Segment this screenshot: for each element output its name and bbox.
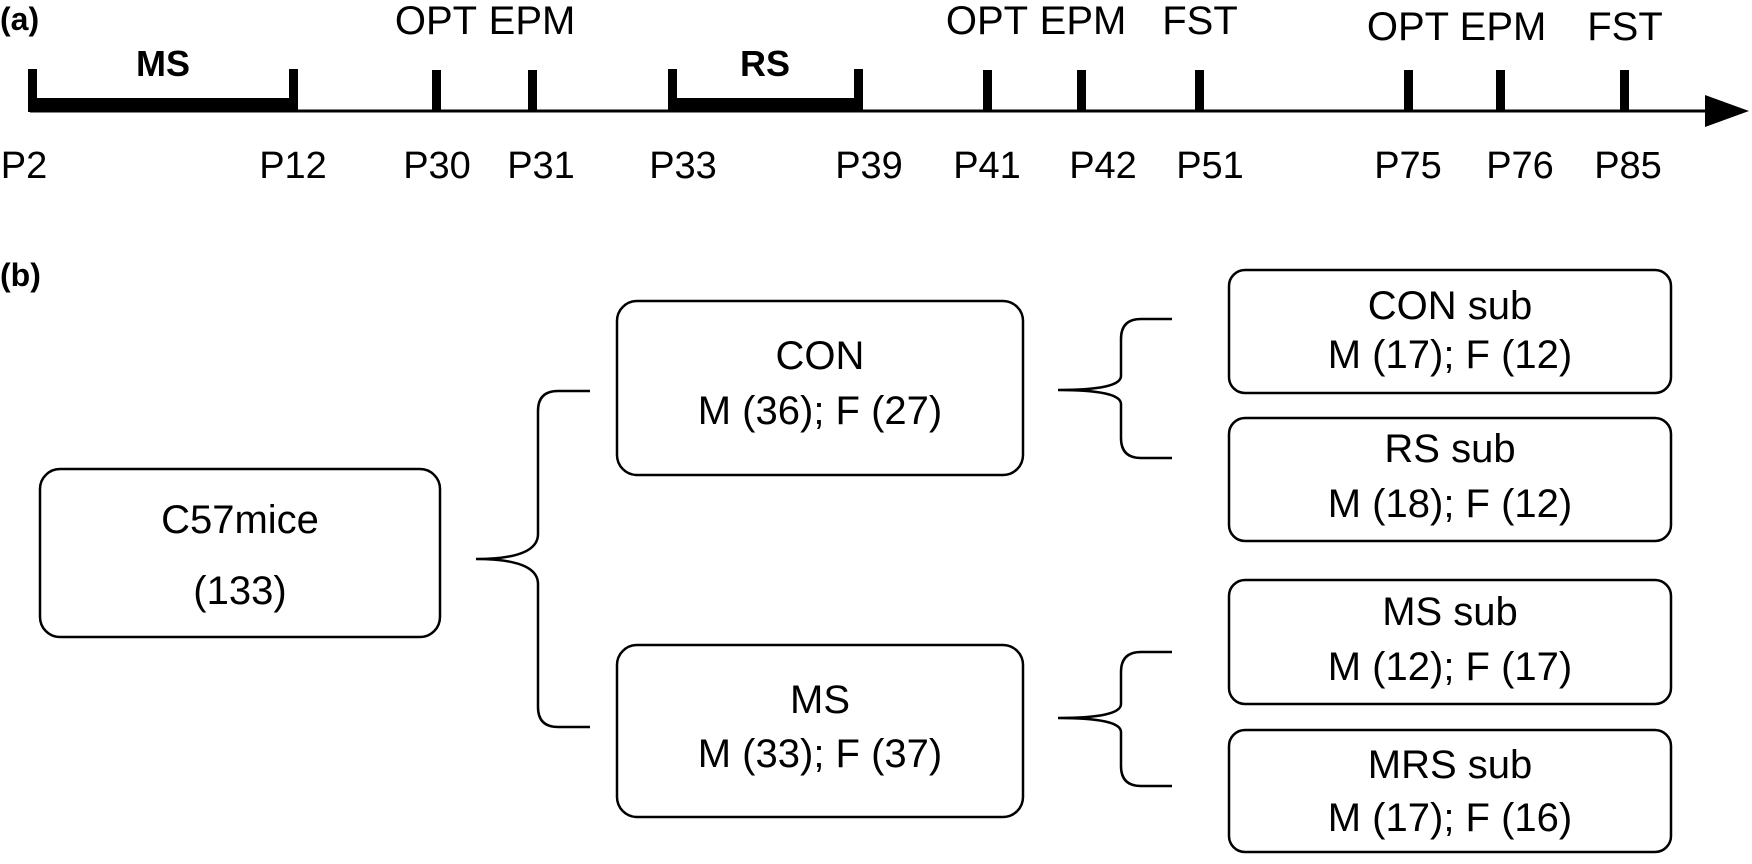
- timeline-panel: (a) MS RS OPT EP: [0, 0, 1749, 187]
- day-label: P2: [1, 145, 47, 187]
- test-label: OPT: [946, 0, 1028, 43]
- tick-p75: [1404, 70, 1413, 112]
- tick-p30: [432, 70, 441, 112]
- day-label: P85: [1594, 145, 1662, 187]
- rs-sub-title: RS sub: [1384, 427, 1515, 471]
- rs-period-bar: [668, 69, 863, 112]
- day-label: P75: [1374, 145, 1442, 187]
- test-label: OPT: [1367, 5, 1449, 49]
- root-count: (133): [193, 569, 286, 613]
- test-ticks: [432, 70, 1629, 112]
- con-sub-counts: M (17); F (12): [1328, 333, 1572, 377]
- ms-brace: [1057, 650, 1172, 788]
- rs-sub-box: RS sub M (18); F (12): [1227, 416, 1673, 543]
- tick-p76: [1496, 70, 1505, 112]
- day-label: P30: [403, 145, 471, 187]
- ms-group-title: MS: [790, 678, 850, 722]
- ms-period-bar: [28, 69, 298, 112]
- test-label: OPT: [395, 0, 477, 43]
- tick-p42: [1077, 70, 1086, 112]
- ms-sub-box: MS sub M (12); F (17): [1227, 578, 1673, 706]
- day-label: P12: [259, 145, 327, 187]
- day-label: P31: [507, 145, 575, 187]
- test-label: EPM: [1040, 0, 1127, 43]
- root-box: C57mice (133): [38, 467, 442, 639]
- con-group-title: CON: [776, 334, 865, 378]
- con-group-counts: M (36); F (27): [698, 389, 942, 433]
- tick-p41: [983, 70, 992, 112]
- panel-a-label: (a): [0, 1, 39, 37]
- mrs-sub-title: MRS sub: [1368, 743, 1533, 787]
- tick-p85: [1620, 70, 1629, 112]
- ms-sub-title: MS sub: [1382, 590, 1518, 634]
- timeline-arrowhead: [1705, 95, 1749, 127]
- rs-sub-counts: M (18); F (12): [1328, 482, 1572, 526]
- con-group-box: CON M (36); F (27): [615, 299, 1025, 477]
- test-label: FST: [1587, 5, 1663, 49]
- ms-group-counts: M (33); F (37): [698, 732, 942, 776]
- root-title: C57mice: [161, 498, 319, 542]
- con-sub-box: CON sub M (17); F (12): [1227, 268, 1673, 395]
- day-label: P51: [1176, 145, 1244, 187]
- day-label: P39: [835, 145, 903, 187]
- tick-p51: [1195, 70, 1204, 112]
- ms-period-label: MS: [136, 43, 190, 84]
- test-label: EPM: [1460, 5, 1547, 49]
- tick-p31: [528, 70, 537, 112]
- rs-period-label: RS: [740, 43, 790, 84]
- test-label: FST: [1162, 0, 1238, 43]
- mrs-sub-counts: M (17); F (16): [1328, 796, 1572, 840]
- con-brace: [1057, 317, 1172, 460]
- con-sub-title: CON sub: [1368, 284, 1533, 328]
- group-tree-panel: (b) C57mice (133) CON M (36); F (27) MS …: [0, 257, 1673, 854]
- root-brace: [475, 389, 590, 729]
- ms-sub-counts: M (12); F (17): [1328, 645, 1572, 689]
- test-label: EPM: [489, 0, 576, 43]
- panel-b-label: (b): [0, 257, 41, 293]
- mrs-sub-box: MRS sub M (17); F (16): [1227, 728, 1673, 854]
- day-label: P42: [1069, 145, 1137, 187]
- day-label: P33: [649, 145, 717, 187]
- day-label: P76: [1486, 145, 1554, 187]
- day-label: P41: [953, 145, 1021, 187]
- ms-group-box: MS M (33); F (37): [615, 643, 1025, 819]
